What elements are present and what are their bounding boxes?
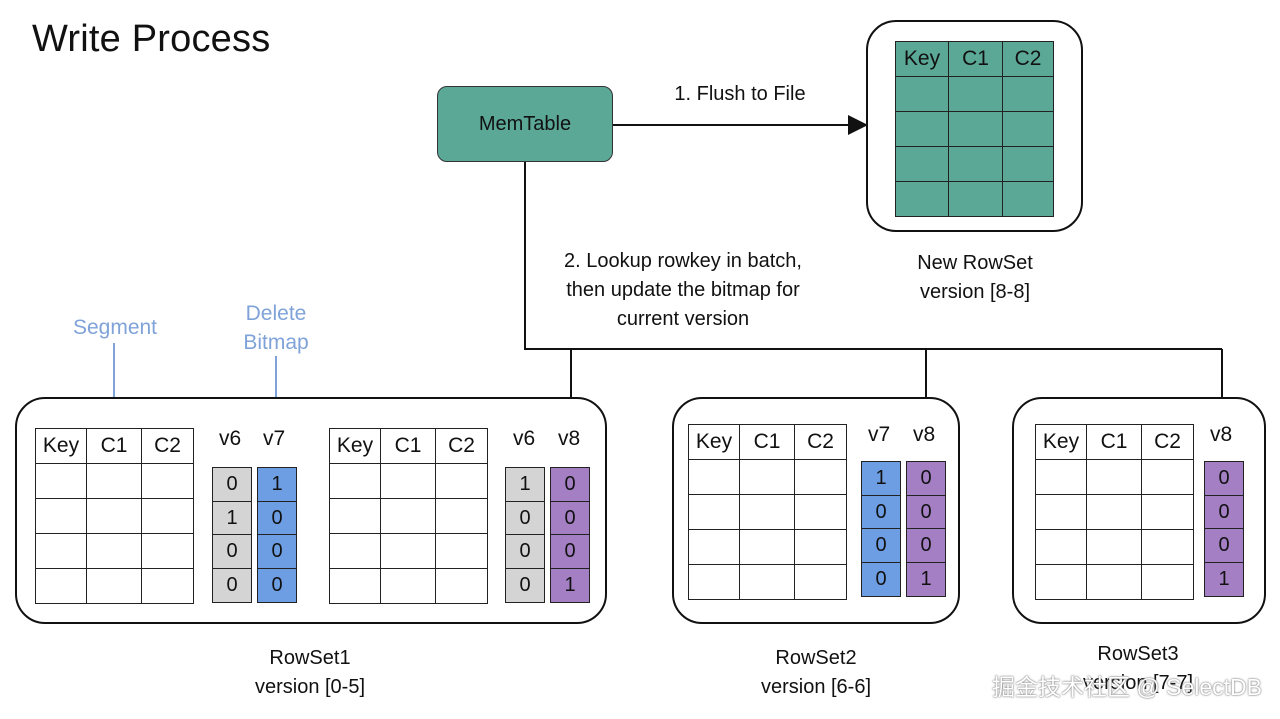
lookup-label: 2. Lookup rowkey in batch,then update th… bbox=[564, 250, 802, 330]
rowset2-label-v7: v7 bbox=[868, 423, 891, 446]
rowset2-table: Key C1 C2 bbox=[688, 424, 847, 600]
memtable-box: MemTable bbox=[437, 86, 613, 162]
rowset3-table: Key C1 C2 bbox=[1035, 424, 1194, 600]
rowset2-bitmap-v7: 1 0 0 0 bbox=[861, 461, 901, 597]
page-title: Write Process bbox=[32, 18, 271, 60]
rowset1-seg1-label-v7: v7 bbox=[263, 427, 286, 450]
lookup-line bbox=[524, 162, 1222, 350]
segment-annotation: Segment bbox=[72, 316, 158, 339]
header-c2: C2 bbox=[1002, 41, 1054, 77]
rowset2-bitmap-v8: 0 0 0 1 bbox=[906, 461, 946, 597]
rowset1-segment1-table: Key C1 C2 bbox=[35, 428, 194, 604]
rowset1-seg2-bitmap-v8: 0 0 0 1 bbox=[550, 467, 590, 603]
rowset1-seg2-label-v8: v8 bbox=[558, 427, 581, 450]
rowset1-seg1-bitmap-v6: 0 1 0 0 bbox=[212, 467, 252, 603]
rowset1-seg1-bitmap-v7: 1 0 0 0 bbox=[257, 467, 297, 603]
rowset1-seg2-label-v6: v6 bbox=[513, 427, 536, 450]
rowset3-label-v8: v8 bbox=[1210, 423, 1233, 446]
header-c1: C1 bbox=[948, 41, 1003, 77]
rowset1-seg1-label-v6: v6 bbox=[219, 427, 242, 450]
flush-label: 1. Flush to File bbox=[674, 83, 806, 105]
new-rowset-table: Key C1 C2 bbox=[895, 41, 1054, 217]
watermark: 掘金技术社区 @ SelectDB bbox=[991, 674, 1262, 700]
rowset2-label-v8: v8 bbox=[913, 423, 936, 446]
header-key: Key bbox=[895, 41, 949, 77]
rowset1-segment2-table: Key C1 C2 bbox=[329, 428, 488, 604]
rowset3-bitmap-v8: 0 0 0 1 bbox=[1204, 461, 1244, 597]
rowset1-seg2-bitmap-v6: 1 0 0 0 bbox=[505, 467, 545, 603]
